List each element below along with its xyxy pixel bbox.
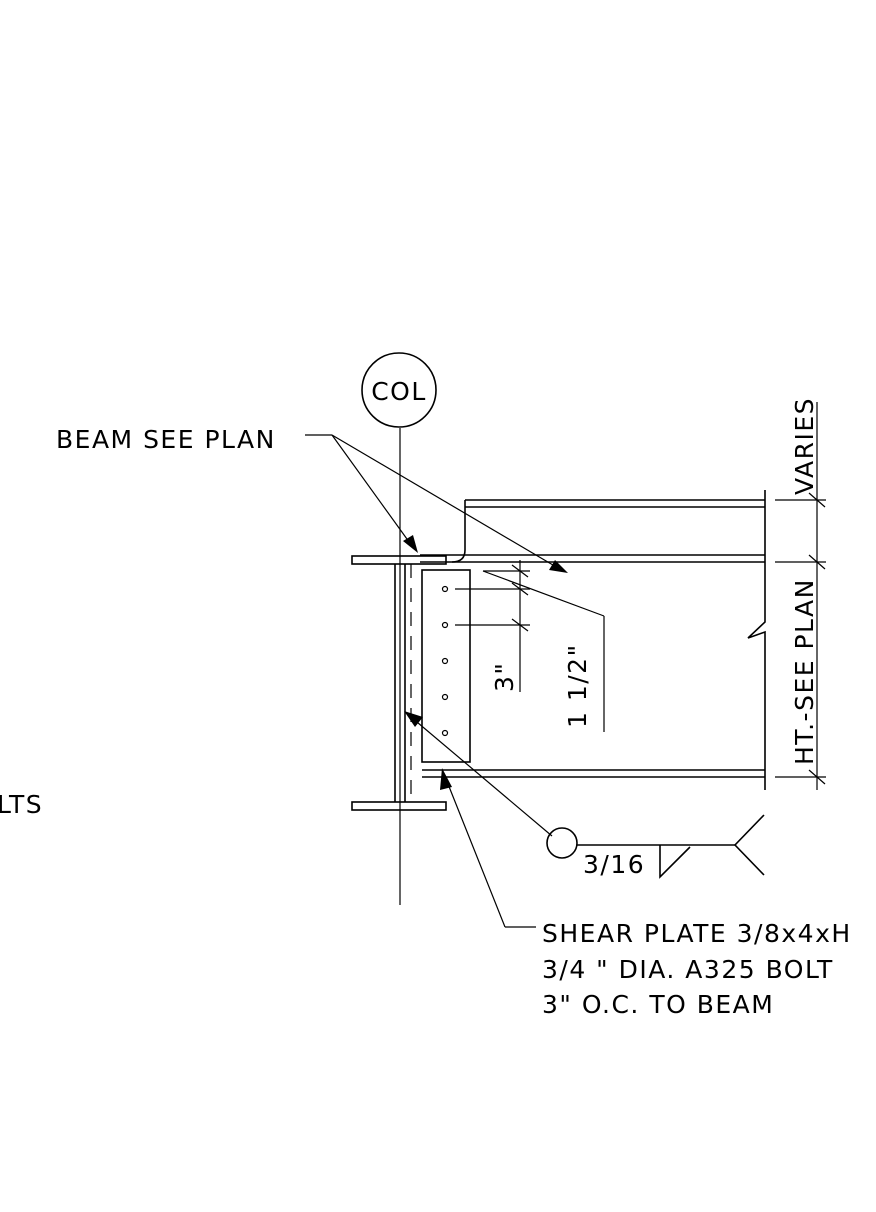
weld-tail — [733, 814, 765, 876]
note-line-3: 3" O.C. TO BEAM — [542, 990, 774, 1019]
varies-label: VARIES — [790, 397, 819, 495]
bolts-fragment-label: LTS — [0, 790, 43, 819]
column-tag: COL — [361, 352, 437, 428]
shear-plate — [421, 569, 471, 763]
bolt-hole — [441, 585, 449, 593]
bolt-hole — [441, 693, 449, 701]
beam-see-plan-label: BEAM SEE PLAN — [56, 425, 276, 454]
callout-arrow-line-1 — [331, 434, 413, 547]
dim-1-1-2-label: 1 1/2" — [563, 643, 592, 728]
bolt-hole — [441, 729, 449, 737]
arrowhead — [404, 711, 423, 727]
column-top-flange — [351, 555, 447, 565]
dim-tick — [808, 769, 826, 785]
arrowhead — [549, 560, 568, 573]
shear-plate-callout: SHEAR PLATE 3/8x4xH 3/4 " DIA. A325 BOLT… — [440, 768, 852, 1019]
note-arrow-line — [445, 778, 506, 928]
shear-plate-outline — [421, 569, 471, 763]
weld-symbol: 3/16 — [404, 711, 765, 879]
fillet-weld-icon — [659, 845, 691, 879]
arrowhead — [440, 768, 452, 790]
edge-leader-line — [482, 570, 605, 617]
dim-tick — [808, 492, 826, 508]
dim-3-label: 3" — [490, 662, 519, 692]
weld-leader — [410, 716, 553, 837]
dim-tick — [511, 582, 529, 596]
column-tag-circle — [361, 352, 437, 428]
callout-arrow-line-2 — [331, 434, 559, 569]
beam-cope-fillet — [451, 549, 466, 563]
column-bottom-flange — [351, 801, 447, 811]
column-section — [351, 555, 447, 811]
edge-distance-dimension: 1 1/2" — [482, 570, 605, 732]
arrowhead — [403, 535, 418, 553]
weld-all-around-icon — [546, 827, 578, 859]
dim-tick — [511, 618, 529, 632]
bolt-hole — [441, 657, 449, 665]
ht-see-plan-label: HT.-SEE PLAN — [790, 578, 819, 765]
beam-break-line — [747, 490, 766, 790]
column-tag-label: COL — [371, 377, 427, 406]
note-line-2: 3/4 " DIA. A325 BOLT — [542, 955, 834, 984]
note-line-1: SHEAR PLATE 3/8x4xH — [542, 919, 852, 948]
height-dimension: VARIES HT.-SEE PLAN — [775, 397, 826, 790]
dim-tick — [511, 564, 529, 578]
dim-tick — [808, 554, 826, 570]
beam-callout: BEAM SEE PLAN — [56, 425, 568, 573]
bolt-spacing-dimension: 3" — [455, 560, 530, 692]
beam — [420, 490, 766, 790]
bolt-hole — [441, 621, 449, 629]
weld-size-label: 3/16 — [583, 850, 645, 879]
